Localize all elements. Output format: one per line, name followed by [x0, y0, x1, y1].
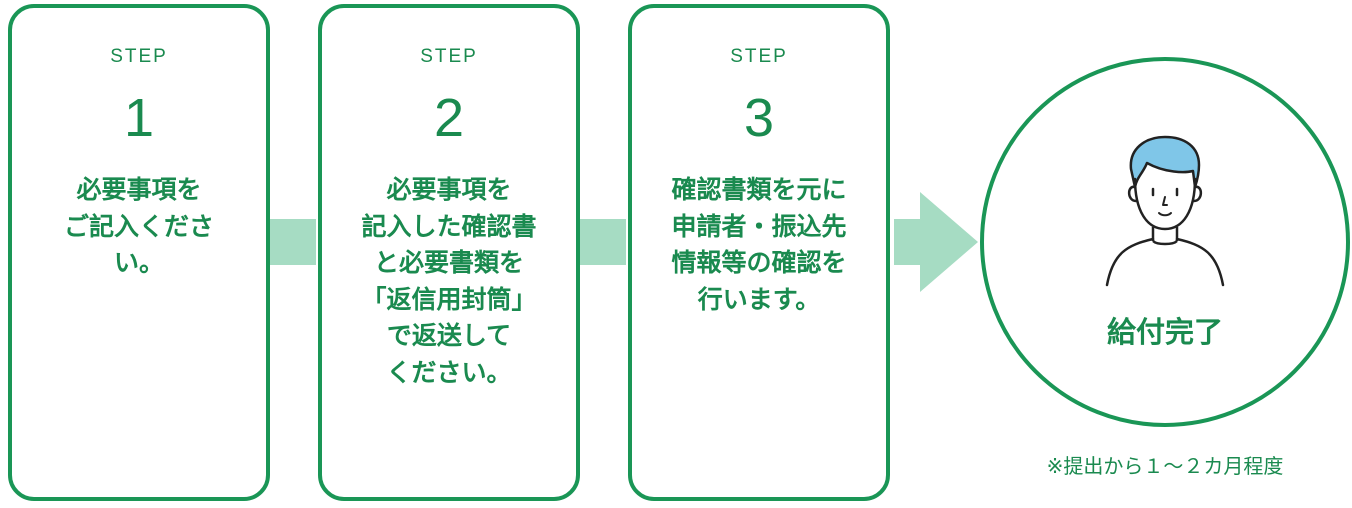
connector-1-2 — [270, 219, 316, 265]
step-label: STEP — [420, 46, 478, 67]
step-description: 確認書類を元に 申請者・振込先 情報等の確認を 行います。 — [671, 175, 847, 314]
completion-label: 給付完了 — [1106, 315, 1223, 349]
step-card-2: STEP 2 必要事項を 記入した確認書 と必要書類を 「返信用封筒」 で返送し… — [318, 4, 580, 501]
step-label: STEP — [110, 46, 168, 67]
arrow-right-icon — [894, 192, 978, 292]
step-label: STEP — [730, 46, 788, 67]
step-description: 必要事項を 記入した確認書 と必要書類を 「返信用封筒」 で返送して ください。 — [361, 175, 537, 387]
timing-note: ※提出から１〜２カ月程度 — [1046, 454, 1284, 478]
step-description: 必要事項を ご記入くださ い。 — [63, 175, 214, 277]
step-card-1: STEP 1 必要事項を ご記入くださ い。 — [8, 4, 270, 501]
person-icon — [1105, 135, 1225, 287]
step-number: 2 — [433, 88, 465, 148]
connector-2-3 — [580, 219, 626, 265]
step-number: 1 — [123, 88, 155, 148]
step-card-3: STEP 3 確認書類を元に 申請者・振込先 情報等の確認を 行います。 — [628, 4, 890, 501]
step-number: 3 — [743, 88, 775, 148]
completion-circle: 給付完了 — [980, 57, 1350, 427]
